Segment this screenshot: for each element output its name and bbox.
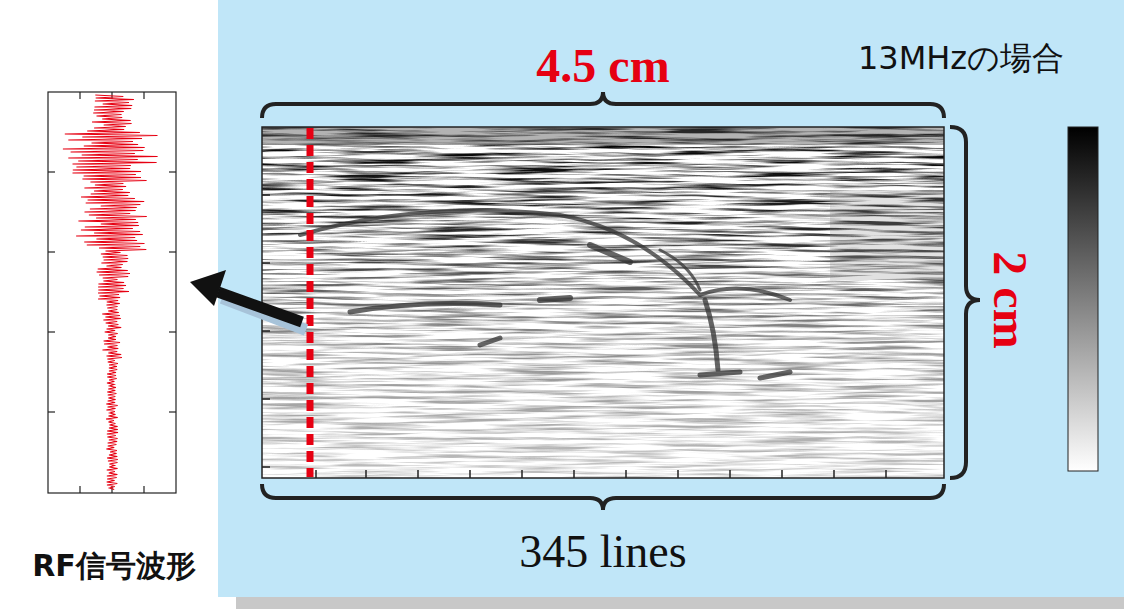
bottom-brace [262,484,944,510]
top-brace [262,92,944,118]
waveform-frame [48,92,176,493]
image-ground [262,127,944,478]
right-brace [950,127,980,478]
grayscale-bar [1068,127,1098,471]
panel-shadow [236,597,1124,609]
waveform-ticks [48,92,176,493]
axis-ticks [262,195,886,478]
depth-dimension: 2 cm [986,251,1034,348]
scan-line [307,128,314,477]
speckle [262,127,944,478]
echo-structures [300,211,790,379]
panel-ground [218,0,1124,597]
rf-waveform [63,95,158,490]
pointer-arrow [190,270,306,330]
waveform-title: RF信号波形 [32,551,196,581]
side-band [830,190,944,280]
surface-band [262,127,944,145]
line-count: 345 lines [519,529,686,575]
image-frame [262,127,944,478]
width-dimension: 4.5 cm [536,42,669,90]
condition-note: 13MHzの場合 [858,42,1064,74]
